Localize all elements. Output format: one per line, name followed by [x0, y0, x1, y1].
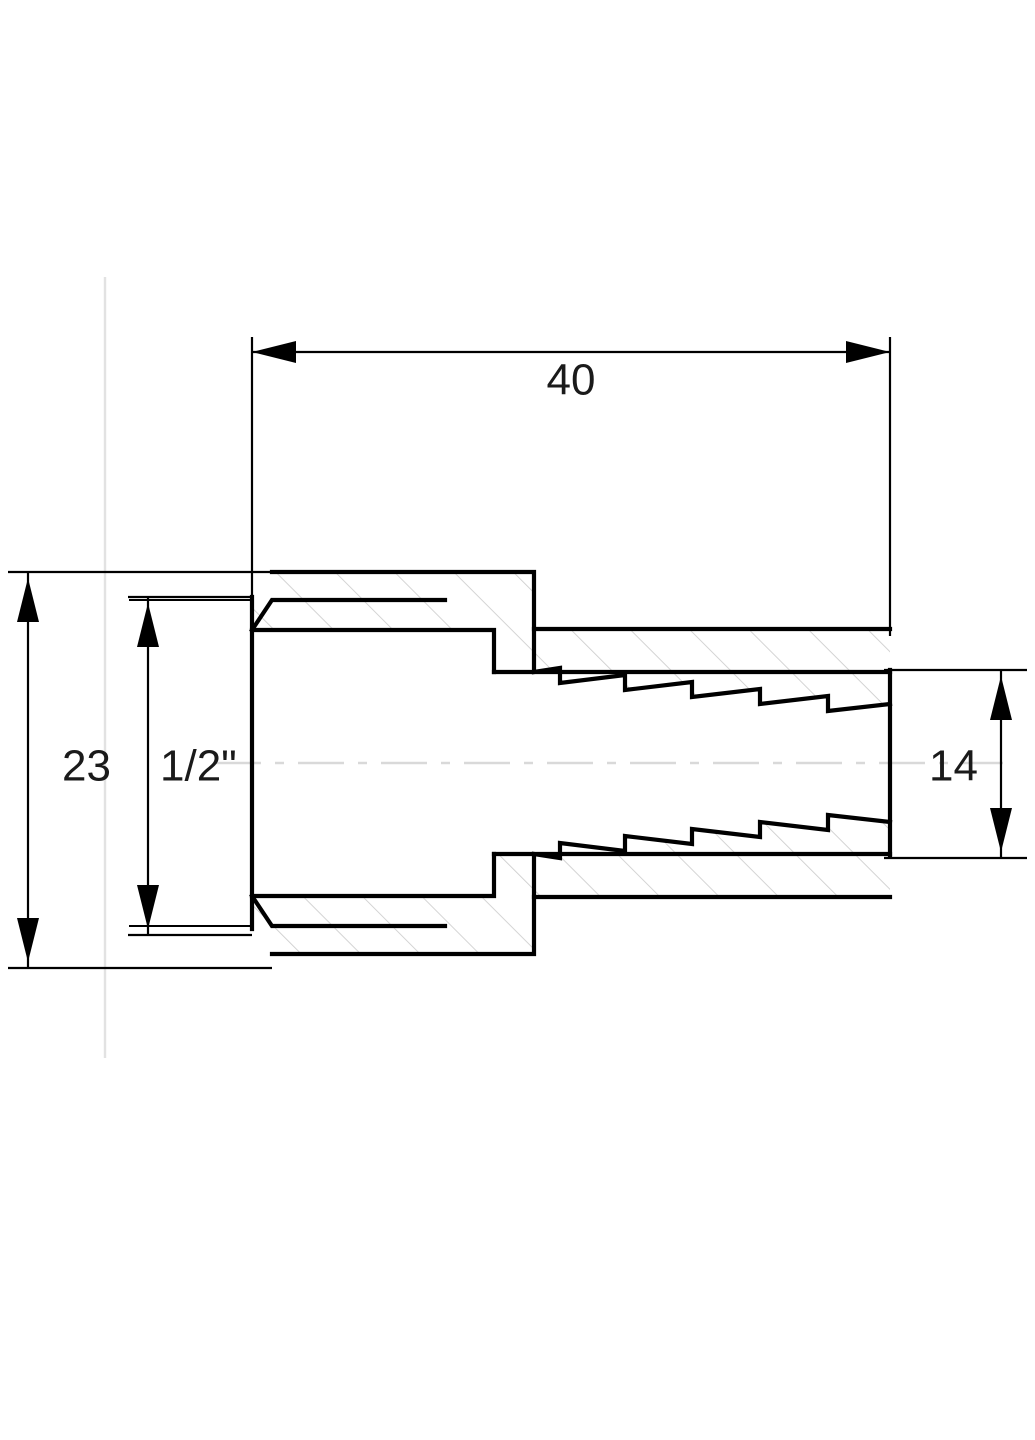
lower-outer-profile	[269, 894, 893, 957]
construction-lines	[103, 277, 1003, 1058]
arrowhead-14-bottom	[990, 808, 1012, 852]
socket-bore-upper	[249, 627, 497, 675]
arrowhead-half-inch-bottom	[137, 885, 159, 929]
arrowhead-40-right	[846, 341, 890, 363]
dim-label-23: 23	[62, 742, 111, 791]
arrowhead-40-left	[252, 341, 296, 363]
arrowhead-23-top	[17, 578, 39, 622]
dimension-overall-length: 40	[250, 337, 892, 636]
arrowhead-23-bottom	[17, 918, 39, 962]
dim-label-half-inch: 1/2"	[160, 742, 237, 791]
barb-sawtooth-profile-lower	[531, 812, 893, 900]
dim-label-40: 40	[547, 356, 596, 405]
socket-bore-lower	[249, 851, 497, 899]
part-outline-lower	[129, 812, 893, 957]
arrowhead-half-inch-top	[137, 603, 159, 647]
dimension-barb-outer-diameter: 14	[884, 668, 1027, 860]
part-outline-upper	[129, 569, 893, 932]
upper-outer-profile	[269, 569, 893, 632]
dimension-socket-outer-diameter: 23	[8, 570, 272, 970]
socket-chamfer-upper	[249, 597, 448, 633]
barb-sawtooth-profile-upper	[531, 626, 893, 714]
section-hatching	[252, 572, 890, 954]
socket-chamfer-lower	[249, 893, 448, 929]
dimension-thread-size: 1/2"	[128, 595, 252, 937]
arrowhead-14-top	[990, 676, 1012, 720]
dim-label-14: 14	[929, 742, 978, 791]
